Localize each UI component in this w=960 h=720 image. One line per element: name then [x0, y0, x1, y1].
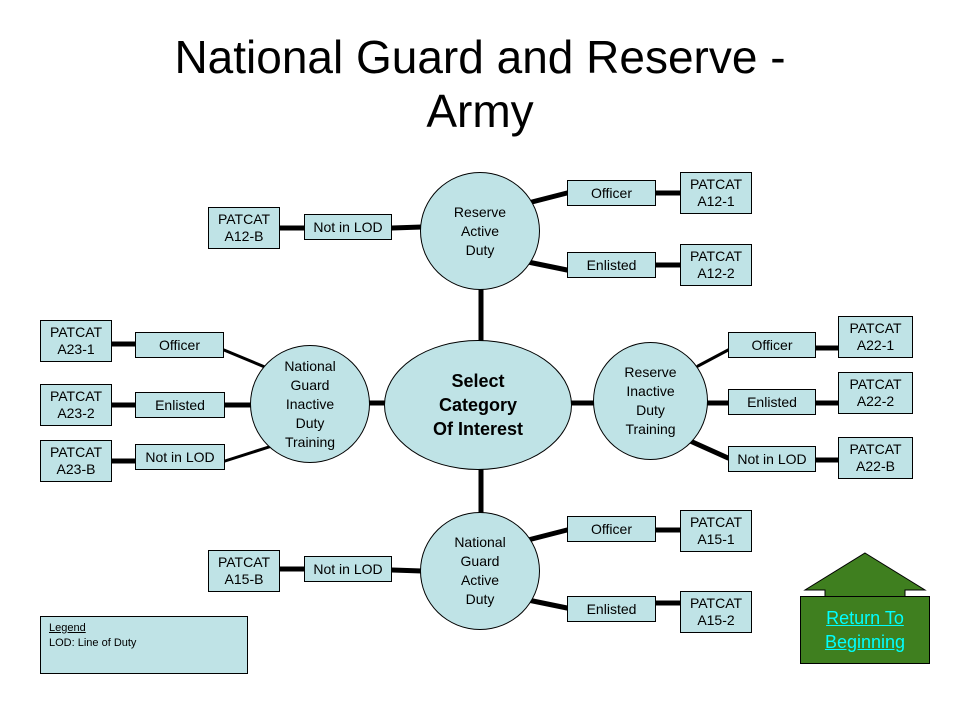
patcat-prefix: PATCAT — [49, 324, 103, 340]
patcat-code: A12-1 — [697, 193, 735, 209]
center-line-3: Of Interest — [432, 419, 524, 439]
enlisted-box[interactable]: Enlisted — [728, 389, 816, 415]
not-in-lod-label: Not in LOD — [737, 450, 807, 467]
node-line: Training — [625, 421, 676, 437]
node-line: Training — [284, 433, 336, 450]
patcat-code: A22-2 — [856, 393, 895, 409]
patcat-prefix: PATCAT — [217, 554, 271, 570]
return-line-2: Beginning — [824, 632, 906, 652]
officer-box[interactable]: Officer — [135, 332, 224, 358]
not-in-lod-label: Not in LOD — [313, 560, 383, 577]
patcat-prefix: PATCAT — [217, 211, 271, 227]
return-line-1: Return To — [826, 608, 904, 628]
up-arrow-icon — [803, 552, 927, 599]
not-in-lod-box[interactable]: Not in LOD — [135, 444, 225, 470]
national-guard-active-duty-node[interactable]: National Guard Active Duty — [420, 512, 540, 630]
patcat-code: A22-1 — [856, 337, 895, 353]
patcat-code: A23-B — [56, 461, 96, 477]
patcat-prefix: PATCAT — [689, 595, 743, 611]
node-line: Guard — [290, 376, 330, 393]
officer-label: Officer — [591, 184, 632, 201]
page-title: National Guard and Reserve - Army — [0, 30, 960, 138]
node-line: Active — [460, 572, 500, 588]
select-category-node[interactable]: Select Category Of Interest — [384, 340, 572, 470]
patcat-prefix: PATCAT — [849, 376, 902, 392]
patcat-prefix: PATCAT — [849, 441, 902, 457]
node-line: Reserve — [453, 203, 507, 220]
enlisted-box[interactable]: Enlisted — [567, 252, 656, 278]
enlisted-box[interactable]: Enlisted — [135, 392, 225, 418]
officer-box[interactable]: Officer — [728, 332, 816, 358]
officer-box[interactable]: Officer — [567, 516, 656, 542]
national-guard-inactive-duty-training-node[interactable]: National Guard Inactive Duty Training — [250, 345, 370, 463]
node-line: National — [284, 357, 336, 374]
not-in-lod-label: Not in LOD — [145, 448, 215, 465]
node-line: Duty — [295, 414, 325, 431]
patcat-code: A23-2 — [57, 405, 95, 421]
patcat-code: A15-2 — [697, 612, 735, 628]
patcat-prefix: PATCAT — [49, 444, 103, 460]
not-in-lod-box[interactable]: Not in LOD — [304, 556, 392, 582]
enlisted-label: Enlisted — [747, 393, 797, 410]
return-to-beginning-link[interactable]: Return To Beginning — [825, 606, 905, 654]
enlisted-box[interactable]: Enlisted — [567, 596, 656, 622]
node-line: Guard — [460, 553, 500, 569]
patcat-prefix: PATCAT — [49, 388, 103, 404]
patcat-prefix: PATCAT — [689, 176, 743, 192]
patcat-code: A23-1 — [57, 341, 95, 357]
center-line-2: Category — [438, 395, 518, 415]
not-in-lod-label: Not in LOD — [313, 218, 383, 235]
patcat-code: A12-B — [224, 228, 264, 244]
node-line: Reserve — [624, 364, 677, 380]
return-to-beginning-button[interactable]: Return To Beginning — [800, 596, 930, 664]
node-line: Duty — [636, 402, 665, 418]
patcat-code: A15-1 — [697, 531, 735, 547]
node-line: Duty — [465, 241, 495, 258]
enlisted-label: Enlisted — [586, 256, 637, 273]
title-line-2: Army — [426, 85, 534, 137]
officer-label: Officer — [751, 336, 793, 353]
center-line-1: Select — [451, 371, 505, 391]
node-line: Duty — [465, 591, 495, 607]
legend-text: LOD: Line of Duty — [49, 637, 137, 649]
officer-box[interactable]: Officer — [567, 180, 656, 206]
reserve-active-duty-node[interactable]: Reserve Active Duty — [420, 172, 540, 290]
node-line: Active — [460, 222, 500, 239]
officer-label: Officer — [159, 336, 200, 353]
patcat-code: A15-B — [224, 571, 264, 587]
reserve-inactive-duty-training-node[interactable]: Reserve Inactive Duty Training — [593, 342, 708, 460]
patcat-prefix: PATCAT — [689, 514, 743, 530]
officer-label: Officer — [591, 520, 632, 537]
node-line: National — [454, 534, 506, 550]
node-line: Inactive — [285, 395, 335, 412]
patcat-prefix: PATCAT — [849, 320, 902, 336]
patcat-code: A12-2 — [697, 265, 735, 281]
patcat-prefix: PATCAT — [689, 248, 743, 264]
not-in-lod-box[interactable]: Not in LOD — [304, 214, 392, 240]
legend-box: Legend LOD: Line of Duty — [40, 616, 248, 674]
title-line-1: National Guard and Reserve - — [174, 31, 786, 83]
not-in-lod-box[interactable]: Not in LOD — [728, 446, 816, 472]
enlisted-label: Enlisted — [155, 396, 205, 413]
legend-heading: Legend — [49, 622, 86, 634]
node-line: Inactive — [626, 383, 675, 399]
patcat-code: A22-B — [856, 458, 895, 474]
enlisted-label: Enlisted — [586, 600, 637, 617]
